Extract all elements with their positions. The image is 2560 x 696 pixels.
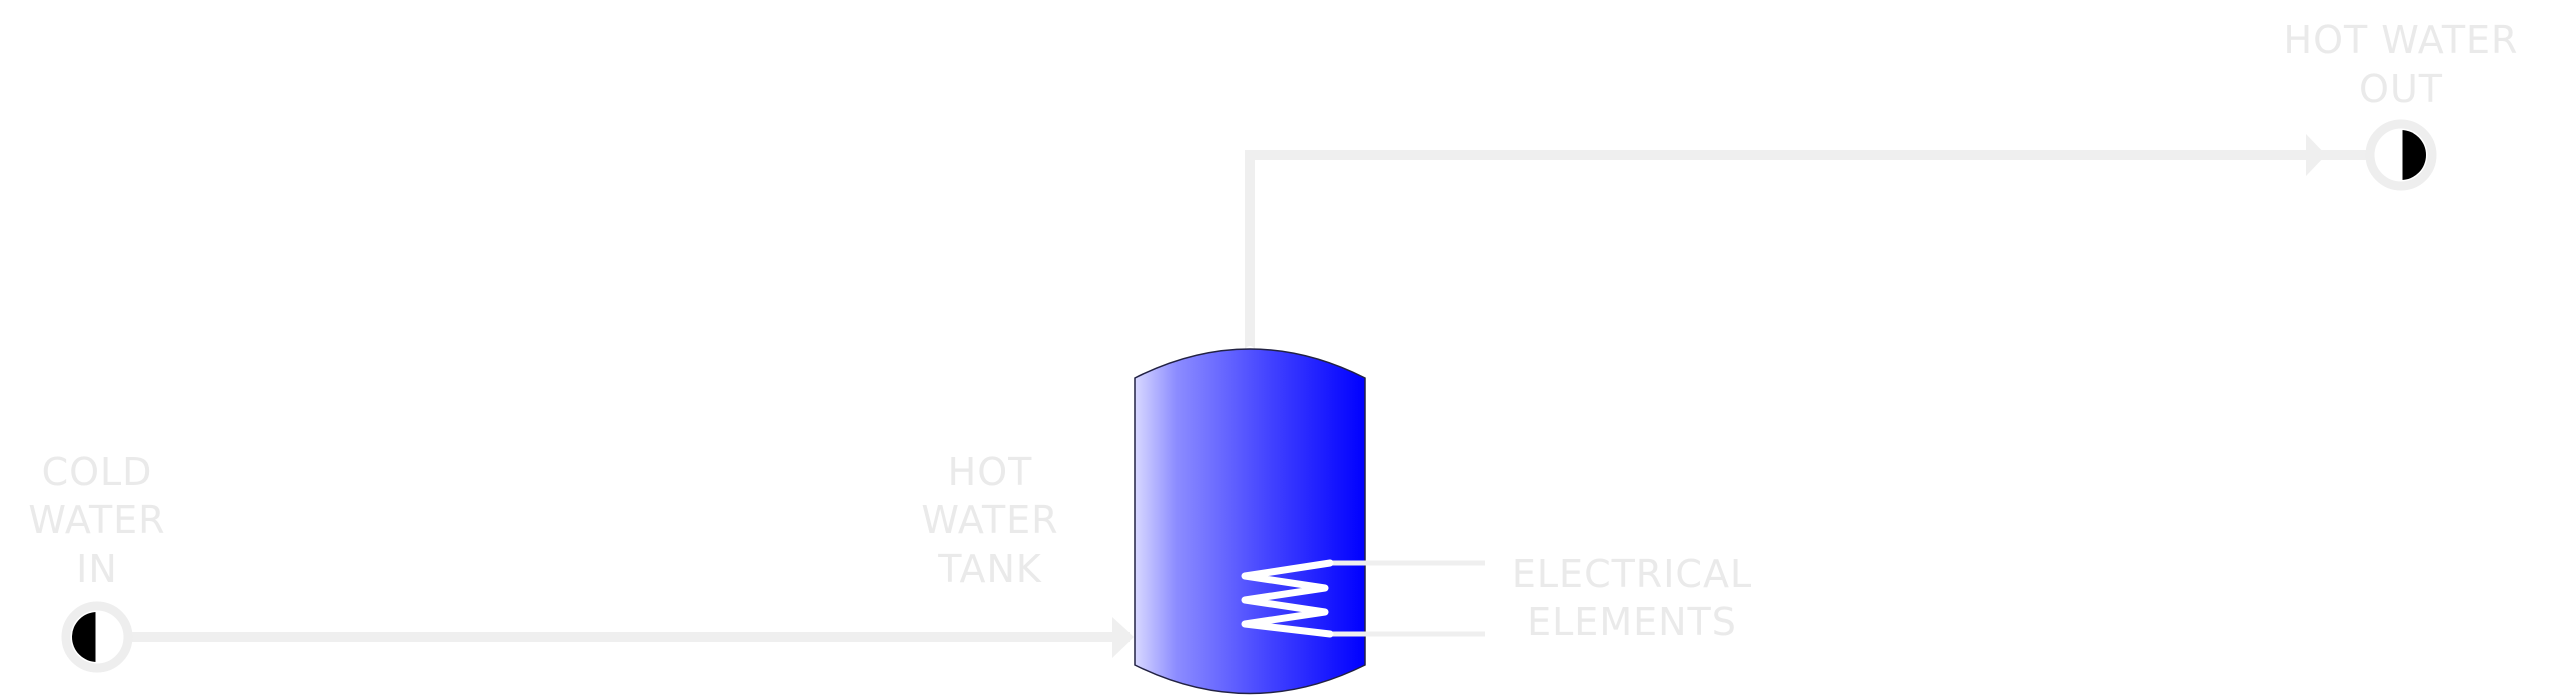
- hot-water-tank-label: HOT WATER TANK: [921, 450, 1058, 591]
- svg-text:HOT WATER: HOT WATER: [2284, 18, 2519, 62]
- cold-water-in-label: COLD WATER IN: [28, 450, 165, 591]
- svg-text:HOT: HOT: [948, 450, 1033, 494]
- svg-text:COLD: COLD: [42, 450, 153, 494]
- svg-text:OUT: OUT: [2359, 67, 2443, 111]
- hot-water-tank: [1134, 348, 1366, 695]
- hot-water-outlet-port-icon: [2365, 119, 2437, 191]
- cold-water-inlet-port-icon: [61, 601, 133, 673]
- hot-water-outlet-arrow-icon: [2306, 134, 2326, 176]
- svg-text:TANK: TANK: [937, 547, 1042, 591]
- svg-text:WATER: WATER: [921, 498, 1058, 542]
- heating-coil-icon: [1241, 559, 1334, 638]
- svg-text:IN: IN: [76, 547, 118, 591]
- svg-text:WATER: WATER: [28, 498, 165, 542]
- cold-water-inlet-arrow-icon: [1112, 617, 1134, 658]
- svg-text:ELECTRICAL: ELECTRICAL: [1512, 552, 1752, 596]
- hot-water-pipe: [1245, 150, 2368, 352]
- svg-text:ELEMENTS: ELEMENTS: [1527, 600, 1737, 644]
- hot-water-out-label: HOT WATER OUT: [2284, 18, 2519, 111]
- electrical-elements-label: ELECTRICAL ELEMENTS: [1512, 552, 1752, 644]
